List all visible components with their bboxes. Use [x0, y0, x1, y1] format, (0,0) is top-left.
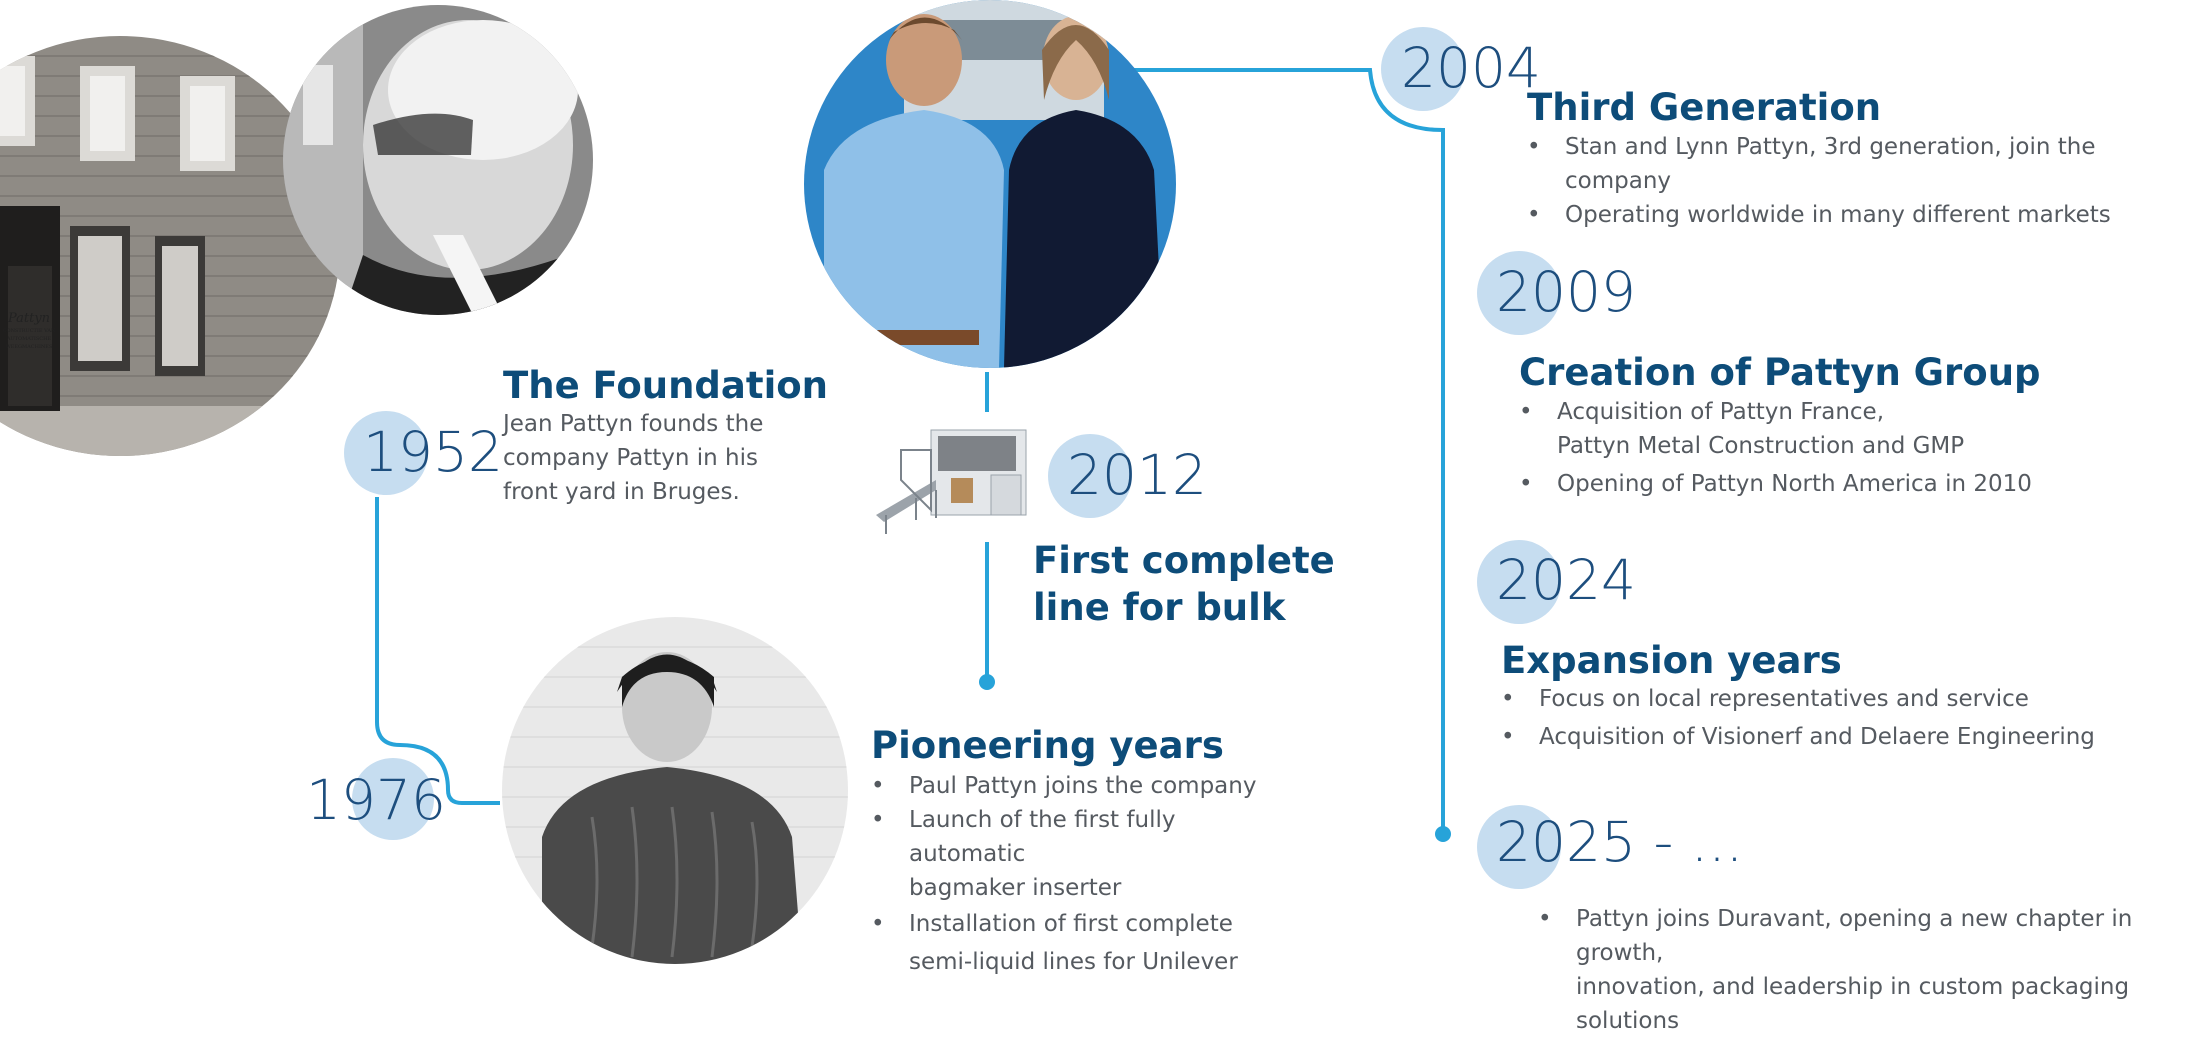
list-item-text: Acquisition of Pattyn France, [1557, 399, 1885, 425]
year-2024: 2024 [1496, 548, 1636, 612]
year-dot-2004 [1381, 27, 1465, 111]
line-2004-main [1130, 68, 1445, 834]
list-item: Operating worldwide in many different ma… [1527, 198, 2187, 232]
expansion-years-list: Focus on local representatives and servi… [1501, 682, 2181, 754]
foundation-description-line: front yard in Bruges. [503, 479, 740, 505]
pattyn-group-list: Acquisition of Pattyn France, Pattyn Meta… [1519, 395, 2159, 501]
sign-line-1: Pattyn [7, 311, 51, 326]
year-1952: 1952 [363, 420, 503, 484]
year-2012: 2012 [1067, 443, 1207, 507]
sign-line-2: CONSTRUCTIE VAN [2, 328, 56, 334]
year-2009: 2009 [1496, 260, 1636, 324]
list-item-text: Operating worldwide in many different ma… [1565, 202, 2111, 228]
list-item-text: Installation of first complete [909, 911, 1233, 937]
list-item: Launch of the first fully automatic bagma… [871, 803, 1291, 905]
title-expansion-years: Expansion years [1501, 639, 1842, 682]
timeline-connectors [375, 68, 1451, 842]
year-2025: 2025 - ... [1496, 810, 1744, 874]
third-generation-list: Stan and Lynn Pattyn, 3rd generation, jo… [1527, 130, 2187, 232]
foundation-description: Jean Pattyn founds the company Pattyn in… [503, 407, 783, 509]
list-item-text: Paul Pattyn joins the company [909, 773, 1257, 799]
line-end-dot-2012 [979, 674, 995, 690]
year-1976: 1976 [306, 768, 446, 832]
list-item-text: Opening of Pattyn North America in 2010 [1557, 471, 2032, 497]
list-item: Installation of first complete semi-liqui… [871, 905, 1291, 981]
list-item: Paul Pattyn joins the company [871, 769, 1291, 803]
bulk-line-machine-image [876, 420, 1030, 536]
title-creation-of-pattyn-group: Creation of Pattyn Group [1519, 351, 2041, 394]
year-dot-2012 [1048, 434, 1132, 518]
list-item-text: Pattyn Metal Construction and GMP [1557, 433, 1965, 459]
sign-line-4: WEEGMACHINES [5, 344, 53, 350]
year-dot-2025 [1477, 805, 1561, 889]
pioneering-years-list: Paul Pattyn joins the company Launch of … [871, 769, 1291, 981]
year-dot-2024 [1477, 540, 1561, 624]
year-2004: 2004 [1401, 36, 1541, 100]
list-item: Focus on local representatives and servi… [1501, 682, 2181, 716]
list-item-text: innovation, and leadership in custom pac… [1576, 974, 2130, 1000]
list-item-text: solutions [1576, 1008, 1680, 1034]
list-item-text: Focus on local representatives and servi… [1539, 686, 2029, 712]
title-first-complete-line-for-bulk: First complete line for bulk [1033, 537, 1335, 631]
foundation-description-line: company Pattyn in his [503, 445, 759, 471]
list-item-text: semi-liquid lines for Unilever [909, 949, 1238, 975]
list-item: Acquisition of Visionerf and Delaere Eng… [1501, 720, 2181, 754]
title-third-generation: Third Generation [1527, 86, 1882, 129]
list-item: Opening of Pattyn North America in 2010 [1519, 467, 2159, 501]
list-item: Stan and Lynn Pattyn, 3rd generation, jo… [1527, 130, 2187, 198]
year-dot-1976 [352, 758, 434, 840]
duravant-list: Pattyn joins Duravant, opening a new cha… [1538, 902, 2196, 1038]
list-item: Pattyn joins Duravant, opening a new cha… [1538, 902, 2196, 1038]
list-item-text: Acquisition of Visionerf and Delaere Eng… [1539, 724, 2095, 750]
pioneering-years-photo [502, 617, 848, 964]
list-item-text: Stan and Lynn Pattyn, 3rd generation, jo… [1565, 134, 2096, 194]
title-the-foundation: The Foundation [503, 364, 829, 407]
list-item-text: Launch of the first fully automatic [909, 807, 1176, 867]
year-dot-1952 [344, 411, 428, 495]
third-generation-photo [804, 0, 1176, 368]
foundation-description-line: Jean Pattyn founds the [503, 411, 764, 437]
list-item-text: Pattyn joins Duravant, opening a new cha… [1576, 906, 2133, 966]
list-item: Acquisition of Pattyn France, Pattyn Meta… [1519, 395, 2159, 463]
title-pioneering-years: Pioneering years [871, 724, 1224, 767]
founder-portrait-photo [283, 5, 593, 315]
list-item-text: bagmaker inserter [909, 875, 1122, 901]
building-sign-text: Pattyn CONSTRUCTIE VAN AUTOMATISCHE WEEG… [0, 311, 58, 381]
title-line: First complete [1033, 539, 1335, 582]
title-line: line for bulk [1033, 586, 1286, 629]
sign-line-3: AUTOMATISCHE [6, 336, 52, 342]
line-end-dot-2025 [1435, 826, 1451, 842]
line-1952-1976 [375, 497, 500, 805]
year-dot-2009 [1477, 251, 1561, 335]
